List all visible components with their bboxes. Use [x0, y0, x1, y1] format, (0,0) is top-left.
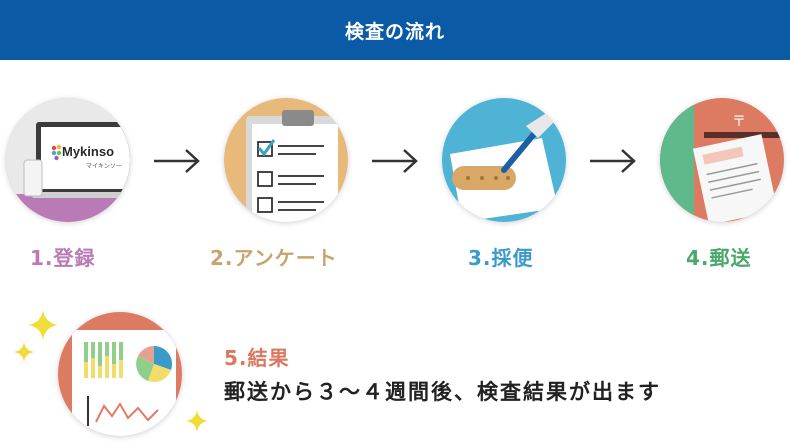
- result-report-chart-icon: [58, 312, 182, 436]
- mykinso-logo-subtext: マイキンソー: [86, 163, 122, 170]
- postal-mark: 〒: [732, 114, 746, 130]
- sparkle-icon: [14, 342, 34, 362]
- result-title: 5.結果: [224, 346, 290, 370]
- step-3-sampling-illustration: [442, 98, 566, 222]
- step-1-register-illustration: Mykinso マイキンソー: [6, 98, 130, 222]
- clipboard-checklist-icon: [224, 98, 348, 222]
- sparkle-icon: [186, 410, 208, 432]
- arrow-right-icon: [154, 149, 200, 173]
- result-description: 郵送から３～４週間後、検査結果が出ます: [224, 380, 661, 404]
- step-3-label: 3.採便: [468, 246, 534, 270]
- sparkle-icon: [28, 310, 58, 340]
- step-2-questionnaire-illustration: [224, 98, 348, 222]
- header-title: 検査の流れ: [344, 20, 445, 43]
- step-5-result-illustration: [58, 312, 182, 436]
- mykinso-logo-text: Mykinso: [62, 144, 114, 159]
- arrow-right-icon: [590, 149, 636, 173]
- step-4-label: 4.郵送: [686, 246, 752, 270]
- page-header: 検査の流れ: [0, 0, 790, 60]
- stool-sampling-icon: [442, 98, 566, 222]
- step-2-label: 2.アンケート: [210, 246, 338, 270]
- laptop-mykinso-icon: Mykinso マイキンソー: [6, 98, 130, 222]
- arrow-right-icon: [372, 149, 418, 173]
- mail-envelope-icon: 〒: [660, 98, 784, 222]
- step-4-mail-illustration: 〒: [660, 98, 784, 222]
- step-1-label: 1.登録: [30, 246, 96, 270]
